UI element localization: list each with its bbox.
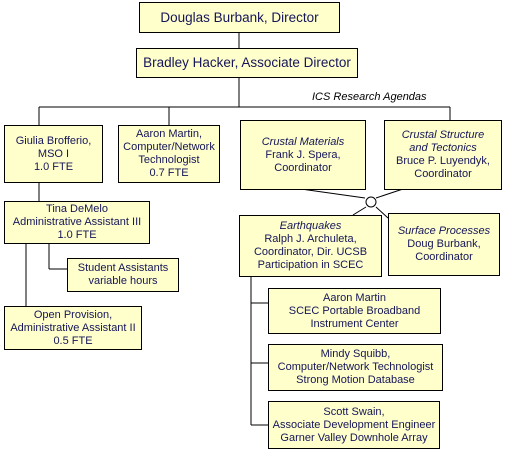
ics-research-agendas-label: ICS Research Agendas (312, 91, 427, 103)
surface-processes-box: Surface Processes Doug Burbank, Coordina… (388, 213, 500, 276)
associate-director-box: Bradley Hacker, Associate Director (136, 48, 358, 78)
director-name: Douglas Burbank, Director (160, 9, 319, 25)
giulia-brofferio-box: Giulia Brofferio, MSO I 1.0 FTE (4, 125, 103, 183)
student-assistants-box: Student Assistants variable hours (67, 258, 179, 292)
director-box: Douglas Burbank, Director (139, 2, 340, 33)
crustal-structure-tectonics-box: Crustal Structure and Tectonics Bruce P.… (384, 120, 502, 190)
mindy-squibb-box: Mindy Squibb, Computer/Network Technolog… (268, 344, 443, 391)
open-provision-box: Open Provision, Administrative Assistant… (4, 306, 142, 350)
crustal-materials-box: Crustal Materials Frank J. Spera, Coordi… (240, 120, 366, 190)
earthquakes-box: Earthquakes Ralph J. Archuleta, Coordina… (239, 215, 382, 277)
associate-director-name: Bradley Hacker, Associate Director (143, 55, 351, 70)
aaron-martin-scec-box: Aaron Martin SCEC Portable Broadband Ins… (268, 288, 441, 334)
tina-demelo-box: Tina DeMelo Administrative Assistant III… (4, 201, 150, 244)
junction-circle (365, 196, 377, 208)
aaron-martin-technologist-box: Aaron Martin, Computer/Network Technolog… (118, 125, 220, 183)
scott-swain-box: Scott Swain, Associate Development Engin… (268, 401, 440, 449)
